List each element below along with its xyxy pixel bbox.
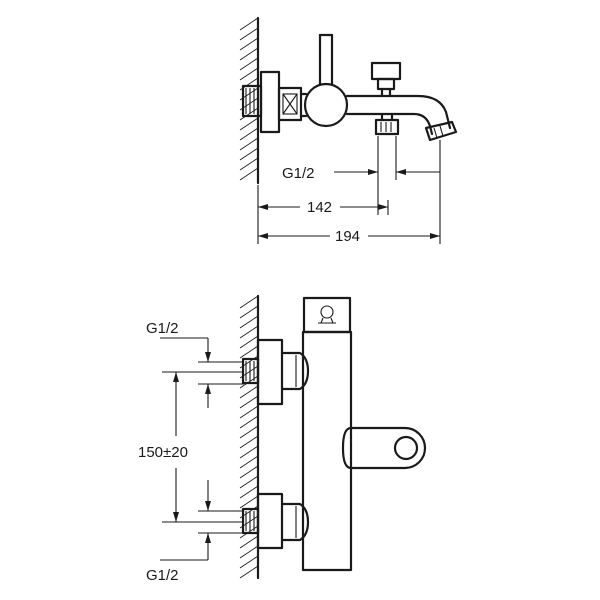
wall-hatch-line bbox=[239, 465, 259, 479]
front-thread-dimension-bottom: G1/2 bbox=[146, 480, 244, 584]
wall-hatch-line bbox=[239, 127, 259, 141]
wall-hatch-line bbox=[239, 117, 259, 131]
front-view: G1/2 150±20 G1/2 bbox=[138, 294, 427, 584]
wall-hatch-line bbox=[239, 137, 259, 151]
top-thread-label: G1/2 bbox=[282, 165, 315, 182]
front-dim-spacing: 150±20 bbox=[138, 371, 244, 523]
front-wall bbox=[239, 294, 260, 580]
wall-hatch-line bbox=[239, 167, 259, 181]
wall-hatch-line bbox=[239, 395, 259, 409]
wall-hatch-line bbox=[239, 157, 259, 171]
wall-hatch-line bbox=[239, 345, 259, 359]
wall-hatch-line bbox=[239, 475, 259, 489]
top-spout bbox=[345, 61, 458, 142]
wall-hatch-line bbox=[239, 485, 259, 499]
wall-hatch-line bbox=[239, 67, 259, 81]
wall-hatch-line bbox=[239, 455, 259, 469]
wall-hatch-line bbox=[239, 565, 259, 579]
wall-hatch-line bbox=[239, 495, 259, 509]
wall-hatch-line bbox=[239, 37, 259, 51]
wall-hatch-line bbox=[239, 47, 259, 61]
front-lever-handle bbox=[341, 426, 427, 470]
wall-hatch-line bbox=[239, 425, 259, 439]
front-dim-spacing-label: 150±20 bbox=[138, 444, 188, 461]
front-thread-label-bottom: G1/2 bbox=[146, 567, 179, 584]
wall-hatch-line bbox=[239, 435, 259, 449]
top-view: G1/2 142 194 bbox=[239, 16, 458, 245]
top-dim-142-label: 142 bbox=[307, 199, 332, 216]
top-dim-194-label: 194 bbox=[335, 228, 360, 245]
spout-symbol-icon bbox=[318, 305, 336, 324]
front-body bbox=[301, 296, 353, 572]
top-body bbox=[299, 33, 349, 128]
top-wall-flange bbox=[241, 70, 281, 134]
top-dim-194: 194 bbox=[258, 228, 440, 245]
wall-hatch-line bbox=[239, 445, 259, 459]
front-upper-connector bbox=[241, 338, 310, 406]
wall-hatch-line bbox=[239, 57, 259, 71]
top-dim-142: 142 bbox=[258, 199, 388, 216]
wall-hatch-line bbox=[239, 325, 259, 339]
wall-hatch-line bbox=[239, 335, 259, 349]
wall-hatch-line bbox=[239, 17, 259, 31]
wall-hatch-line bbox=[239, 315, 259, 329]
top-connector-nut bbox=[277, 86, 303, 122]
wall-hatch-line bbox=[239, 385, 259, 399]
wall-hatch-line bbox=[239, 147, 259, 161]
wall-hatch-line bbox=[239, 305, 259, 319]
front-thread-dimension-top: G1/2 bbox=[146, 320, 244, 408]
wall-hatch-line bbox=[239, 535, 259, 549]
wall-hatch-line bbox=[239, 555, 259, 569]
front-thread-label-top: G1/2 bbox=[146, 320, 179, 337]
wall-hatch-line bbox=[239, 405, 259, 419]
wall-hatch-line bbox=[239, 545, 259, 559]
wall-hatch-line bbox=[239, 27, 259, 41]
wall-hatch-line bbox=[239, 295, 259, 309]
wall-hatch-line bbox=[239, 107, 259, 121]
top-thread-dimension: G1/2 bbox=[282, 165, 440, 182]
wall-hatch-line bbox=[239, 415, 259, 429]
